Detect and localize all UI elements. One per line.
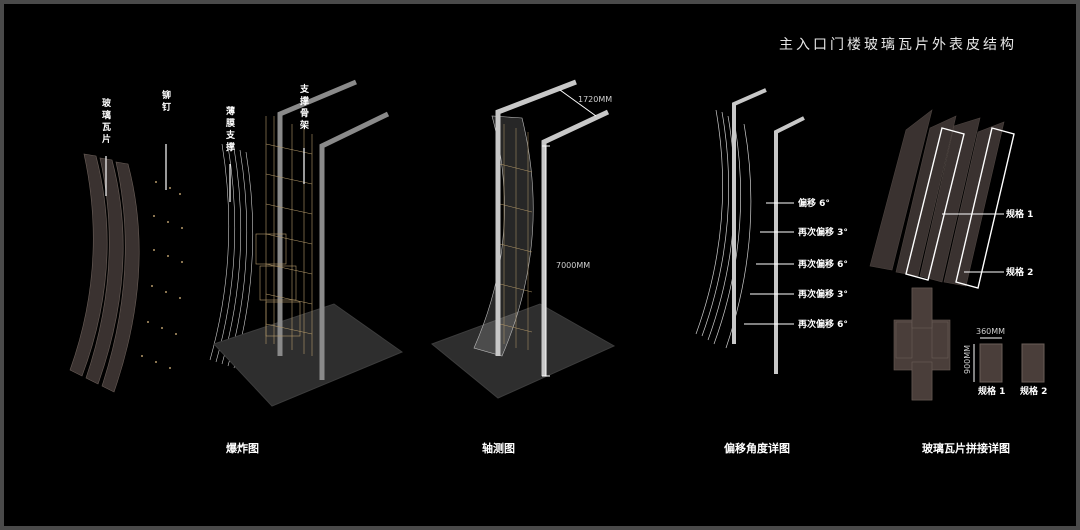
- splice-flat-layout: [893, 287, 951, 401]
- svg-text:瓦: 瓦: [102, 122, 111, 133]
- axon-width-dim: 1720MM: [578, 95, 612, 104]
- small-spec2-tile: [1021, 343, 1045, 383]
- axon-platform: [431, 303, 616, 399]
- svg-text:撑: 撑: [226, 141, 235, 153]
- svg-text:片: 片: [102, 133, 111, 145]
- offset-label-3: 再次偏移 6°: [798, 258, 848, 270]
- glass-tile-stack: [69, 153, 140, 393]
- rivet-grid: [141, 181, 183, 369]
- caption-axonometric: 轴测图: [482, 441, 515, 455]
- svg-text:薄: 薄: [226, 105, 235, 117]
- svg-text:璃: 璃: [102, 109, 111, 121]
- svg-text:铆: 铆: [162, 89, 171, 101]
- tile-height-dim: 900MM: [963, 345, 972, 374]
- svg-text:骨: 骨: [300, 108, 309, 119]
- small-spec1-tile: [979, 343, 1003, 383]
- label-glass-tile: 玻 璃 瓦 片: [102, 97, 112, 145]
- offset-columns: [732, 88, 805, 374]
- svg-text:架: 架: [299, 119, 309, 131]
- diagram-canvas: 主入口门楼玻璃瓦片外表皮结构: [4, 4, 1076, 526]
- axon-width-dim-line: [559, 89, 597, 117]
- diagram-svg: 主入口门楼玻璃瓦片外表皮结构: [69, 36, 1047, 455]
- exploded-platform: [213, 303, 404, 407]
- spec1-label: 规格 1: [1006, 208, 1033, 220]
- svg-text:支: 支: [299, 83, 310, 95]
- offset-angle-view: 偏移 6° 再次偏移 3° 再次偏移 6° 再次偏移 3° 再次偏移 6° 偏移…: [695, 88, 848, 455]
- label-frame: 支 撑 骨 架: [299, 83, 310, 131]
- axonometric-view: 1720MM 7000MM 轴测图: [431, 79, 616, 455]
- offset-label-5: 再次偏移 6°: [798, 318, 848, 330]
- spec2-outline: [955, 127, 1015, 289]
- svg-text:撑: 撑: [300, 95, 309, 107]
- caption-splice: 玻璃瓦片拼接详图: [922, 441, 1010, 455]
- svg-text:钉: 钉: [162, 101, 171, 113]
- spec2-label: 规格 2: [1006, 266, 1033, 278]
- offset-label-4: 再次偏移 3°: [798, 288, 848, 300]
- axon-columns: [495, 79, 610, 376]
- svg-text:玻: 玻: [102, 97, 112, 109]
- small-spec1-label: 规格 1: [978, 385, 1005, 397]
- offset-label-1: 偏移 6°: [798, 197, 830, 209]
- axon-height-dim: 7000MM: [556, 261, 590, 270]
- svg-text:膜: 膜: [225, 117, 236, 129]
- small-spec2-label: 规格 2: [1020, 385, 1047, 397]
- label-membrane: 薄 膜 支 撑: [225, 105, 236, 153]
- exploded-view: 玻 璃 瓦 片 铆 钉 薄 膜 支 撑 支 撑 骨 架 爆炸图: [69, 79, 404, 455]
- offset-curves: [695, 109, 752, 349]
- splice-tile-pattern: [869, 109, 1005, 287]
- spec1-outline: [905, 127, 965, 281]
- splice-outlines: [905, 127, 1015, 289]
- exploded-frame-columns: [277, 79, 390, 380]
- page-title: 主入口门楼玻璃瓦片外表皮结构: [779, 36, 1017, 53]
- offset-leaders: [744, 202, 794, 325]
- caption-exploded: 爆炸图: [226, 441, 259, 455]
- tile-width-dim: 360MM: [976, 327, 1005, 336]
- offset-label-2: 再次偏移 3°: [798, 226, 848, 238]
- axon-scaffolding: [499, 124, 533, 350]
- svg-text:支: 支: [225, 129, 236, 141]
- label-rivet: 铆 钉: [162, 89, 171, 113]
- caption-offset: 偏移角度详图: [724, 441, 790, 455]
- splice-view: 规格 1 规格 2 360MM 900MM 规格 1 规格 2 玻璃瓦片拼接详图: [869, 109, 1047, 455]
